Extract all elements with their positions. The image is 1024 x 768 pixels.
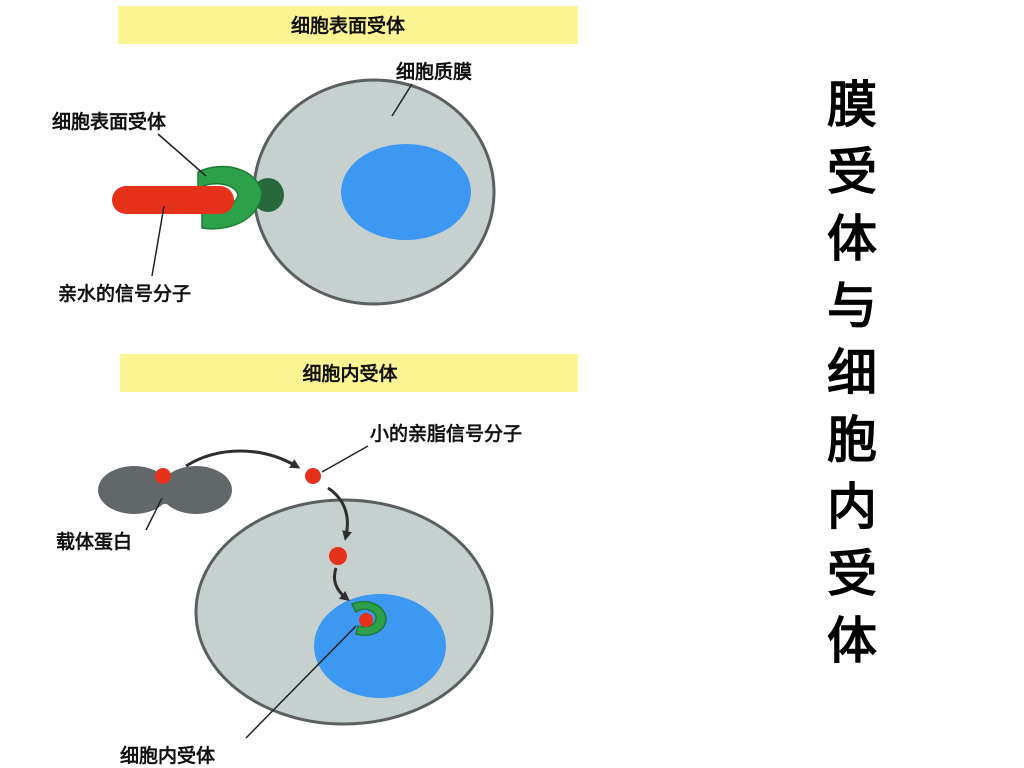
side-title-char: 与 [827,277,877,335]
top-nucleus [341,144,471,240]
bottom-banner-text: 细胞内受体 [302,362,398,385]
side-title-char: 体 [827,210,877,268]
arrow-to-receptor [332,567,350,602]
bound-signal [359,613,373,627]
label-membrane: 细胞质膜 [396,60,472,83]
carrier-protein-left [98,466,170,514]
leader-membrane [391,83,413,117]
top-banner [118,6,578,44]
leader-receptor [157,133,207,177]
label-intracellular-receptor: 细胞内受体 [120,744,216,767]
arrow-release [185,449,301,469]
leader-intracellular-receptor [245,625,357,739]
top-banner-text: 细胞表面受体 [291,14,406,37]
label-hydrophilic-signal: 亲水的信号分子 [58,282,191,305]
side-title-char: 膜 [827,76,877,134]
side-title-char: 体 [827,612,877,670]
bottom-banner [120,354,578,392]
side-title-char: 受 [827,143,877,201]
leader-signal [151,205,165,277]
leader-lipophilic-signal [321,445,369,473]
label-lipophilic-signal: 小的亲脂信号分子 [370,422,522,445]
arrow-enter-cell [327,486,352,541]
cytoplasm-signal [329,547,347,565]
carrier-protein-neck [151,480,179,504]
label-carrier-protein: 载体蛋白 [56,530,132,553]
hydrophilic-signal-molecule [112,186,234,214]
side-title-char: 受 [827,545,877,603]
side-title: 膜 受 体 与 细 胞 内 受 体 [812,72,892,675]
leader-carrier [145,497,163,531]
side-title-char: 细 [827,344,877,402]
signal-on-carrier [155,468,171,484]
free-lipophilic-signal [305,468,321,484]
intracellular-receptor [350,600,387,636]
bottom-nucleus [314,594,446,698]
label-surface-receptor: 细胞表面受体 [52,110,167,133]
side-title-char: 胞 [827,411,877,469]
side-title-char: 内 [827,478,877,536]
carrier-protein-right [160,466,232,514]
